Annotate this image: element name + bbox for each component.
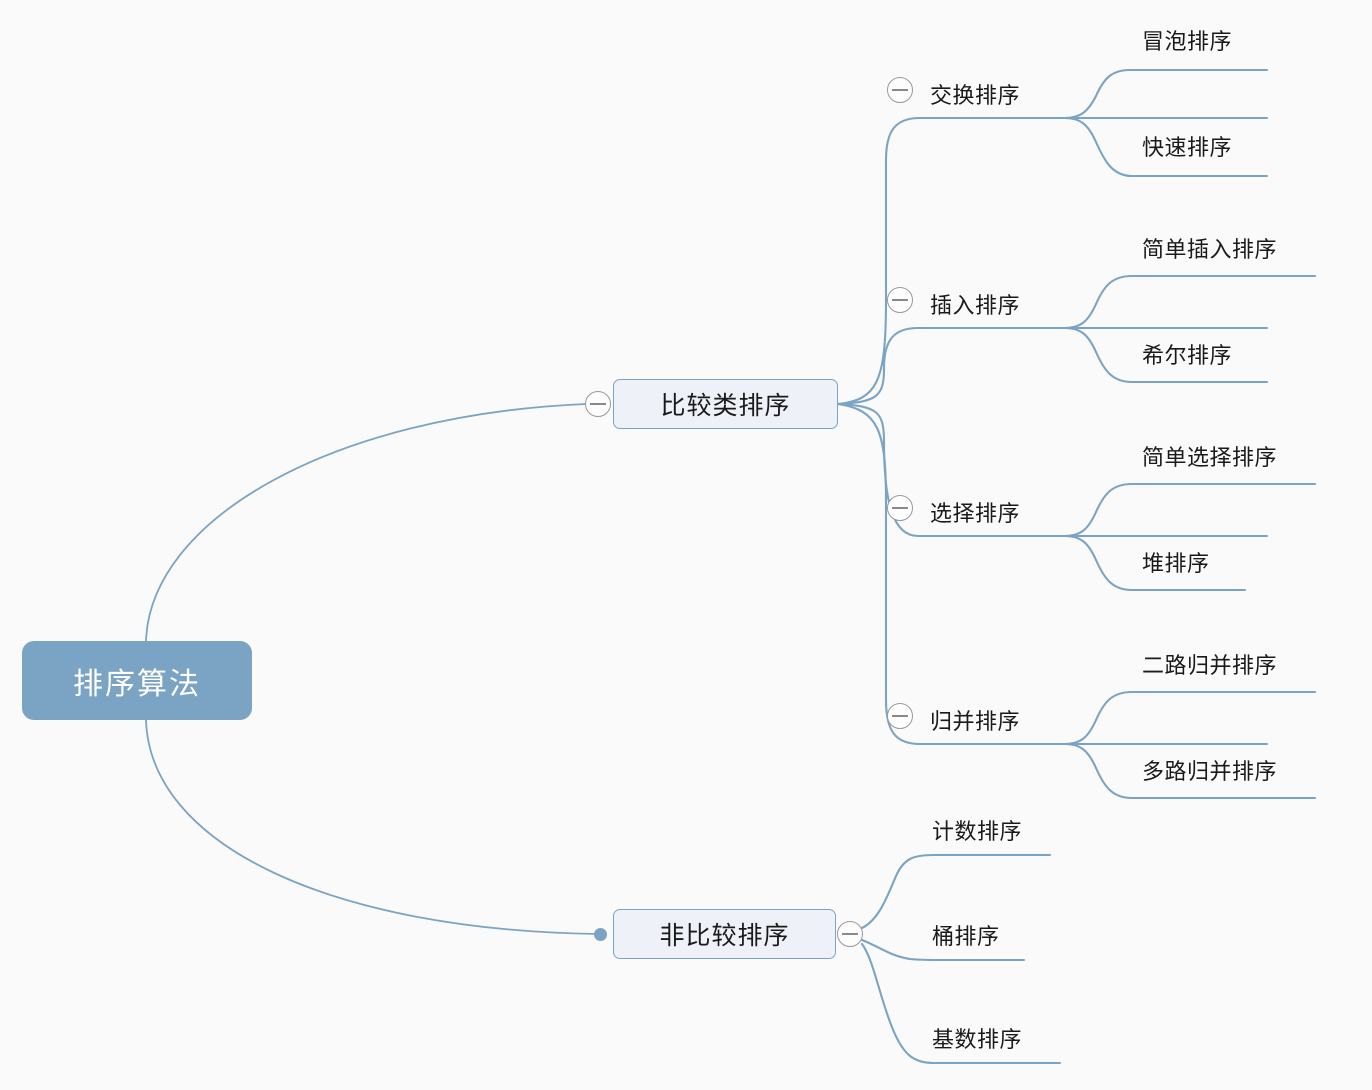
- collapse-toggle-exchange[interactable]: [887, 77, 913, 103]
- connector-exchange-split-bubble: [1063, 68, 1269, 120]
- leaf-two-way-merge-sort-label: 二路归并排序: [1142, 653, 1278, 678]
- leaf-heap-sort-label: 堆排序: [1142, 551, 1210, 576]
- leaf-bubble-sort-label: 冒泡排序: [1142, 29, 1233, 54]
- collapse-toggle-insertion[interactable]: [887, 287, 913, 313]
- leaf-radix-sort[interactable]: 基数排序: [932, 1022, 1022, 1054]
- node-comparison-sort[interactable]: 比较类排序: [613, 379, 838, 429]
- root-node-label: 排序算法: [73, 667, 201, 701]
- leaf-radix-sort-label: 基数排序: [932, 1027, 1023, 1052]
- leaf-simple-insertion-sort[interactable]: 简单插入排序: [1142, 232, 1277, 264]
- leaf-bucket-sort-label: 桶排序: [932, 924, 1000, 949]
- node-noncomparison-sort[interactable]: 非比较排序: [613, 909, 836, 959]
- leaf-bucket-sort[interactable]: 桶排序: [932, 919, 1000, 951]
- connector-noncomparison-to-counting: [860, 853, 1052, 930]
- leaf-quick-sort[interactable]: 快速排序: [1142, 130, 1232, 162]
- node-insertion-sort[interactable]: 插入排序: [930, 288, 1020, 320]
- node-comparison-sort-label: 比较类排序: [660, 393, 791, 420]
- node-merge-sort[interactable]: 归并排序: [930, 704, 1020, 736]
- leaf-multi-way-merge-sort-label: 多路归并排序: [1142, 759, 1278, 784]
- connector-root-to-noncomparison: [145, 719, 599, 935]
- connector-merge-split-two-way: [1063, 690, 1317, 746]
- leaf-simple-selection-sort-label: 简单选择排序: [1142, 445, 1278, 470]
- leaf-quick-sort-label: 快速排序: [1142, 135, 1233, 160]
- connector-selection-split-simple: [1063, 482, 1317, 538]
- leaf-simple-insertion-sort-label: 简单插入排序: [1142, 237, 1278, 262]
- node-noncomparison-sort-label: 非比较排序: [659, 923, 790, 950]
- node-selection-sort-label: 选择排序: [930, 501, 1021, 526]
- root-connector-endpoint-dot: [594, 928, 607, 941]
- leaf-bubble-sort[interactable]: 冒泡排序: [1142, 24, 1232, 56]
- leaf-heap-sort[interactable]: 堆排序: [1142, 546, 1210, 578]
- collapse-toggle-comparison[interactable]: [585, 391, 611, 417]
- root-node[interactable]: 排序算法: [22, 641, 252, 720]
- collapse-toggle-merge[interactable]: [887, 703, 913, 729]
- leaf-shell-sort[interactable]: 希尔排序: [1142, 338, 1232, 370]
- leaf-multi-way-merge-sort[interactable]: 多路归并排序: [1142, 754, 1277, 786]
- leaf-counting-sort-label: 计数排序: [932, 819, 1023, 844]
- leaf-counting-sort[interactable]: 计数排序: [932, 814, 1022, 846]
- node-exchange-sort[interactable]: 交换排序: [930, 78, 1020, 110]
- connector-root-to-comparison: [145, 403, 587, 642]
- connector-insertion-split-simple: [1063, 274, 1317, 330]
- leaf-shell-sort-label: 希尔排序: [1142, 343, 1233, 368]
- leaf-simple-selection-sort[interactable]: 简单选择排序: [1142, 440, 1277, 472]
- leaf-two-way-merge-sort[interactable]: 二路归并排序: [1142, 648, 1277, 680]
- node-merge-sort-label: 归并排序: [930, 709, 1021, 734]
- collapse-toggle-noncomparison[interactable]: [837, 921, 863, 947]
- node-insertion-sort-label: 插入排序: [930, 293, 1021, 318]
- collapse-toggle-selection[interactable]: [887, 495, 913, 521]
- node-exchange-sort-label: 交换排序: [930, 83, 1021, 108]
- node-selection-sort[interactable]: 选择排序: [930, 496, 1020, 528]
